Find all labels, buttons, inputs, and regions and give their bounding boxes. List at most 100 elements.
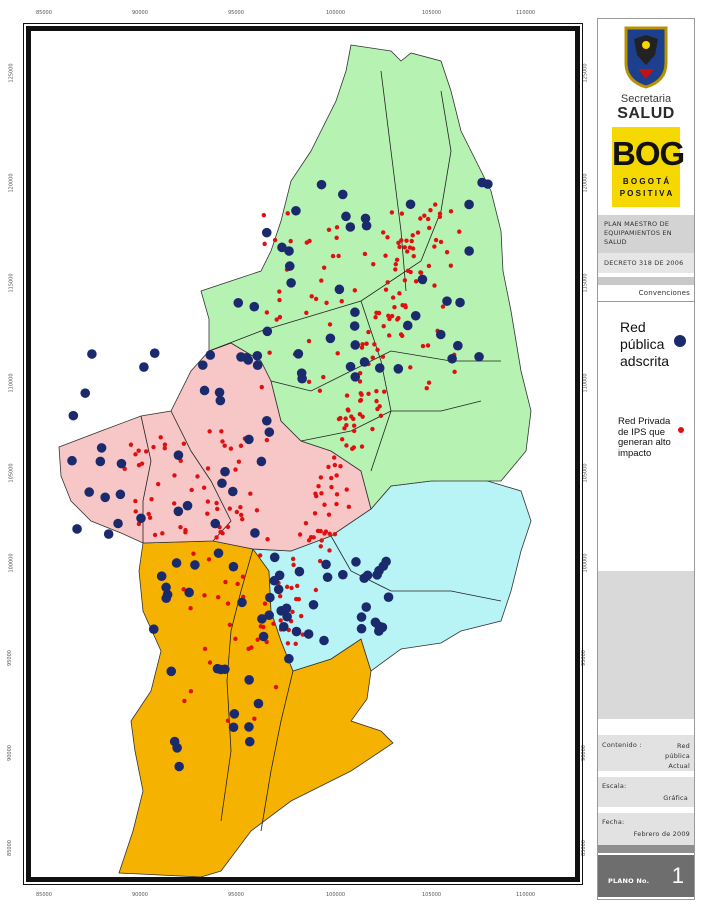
private-ips-marker xyxy=(393,262,399,267)
public-network-marker xyxy=(252,360,263,371)
private-ips-marker xyxy=(225,601,231,606)
private-ips-marker xyxy=(338,415,343,421)
public-network-marker xyxy=(464,199,474,210)
map-canvas xyxy=(58,44,532,877)
private-ips-marker xyxy=(376,310,382,316)
public-network-marker xyxy=(350,372,361,382)
private-ips-marker xyxy=(149,497,154,502)
private-ips-marker xyxy=(319,491,324,496)
private-ips-marker xyxy=(425,216,431,222)
public-network-marker xyxy=(273,584,284,595)
private-ips-marker xyxy=(359,345,365,350)
private-ips-marker xyxy=(359,444,365,449)
private-ips-marker xyxy=(248,491,253,496)
private-ips-marker xyxy=(223,579,228,585)
private-ips-marker xyxy=(316,483,321,489)
left-axis-tick: 120000 xyxy=(8,173,15,193)
private-ips-marker xyxy=(274,317,279,322)
fecha-value: Febrero de 2009 xyxy=(633,830,690,838)
private-ips-marker xyxy=(334,492,340,497)
private-ips-marker xyxy=(303,520,309,526)
escala-label: Escala: xyxy=(602,782,627,790)
private-ips-marker xyxy=(380,230,386,235)
private-ips-marker xyxy=(293,641,298,646)
private-ips-marker xyxy=(233,467,238,472)
private-ips-marker xyxy=(370,426,375,432)
private-ips-marker xyxy=(143,449,149,454)
public-network-marker xyxy=(321,559,331,570)
public-network-marker xyxy=(161,593,172,604)
public-network-marker xyxy=(115,489,126,500)
private-ips-marker xyxy=(162,445,167,451)
private-ips-marker xyxy=(342,426,347,431)
private-network-legend-dot xyxy=(678,427,684,433)
private-ips-marker xyxy=(433,237,439,243)
private-ips-marker xyxy=(336,253,341,259)
public-network-marker xyxy=(214,387,225,398)
private-ips-marker xyxy=(344,393,350,398)
public-network-marker xyxy=(257,614,267,624)
private-ips-marker xyxy=(394,257,400,262)
private-ips-marker xyxy=(418,270,423,275)
left-axis-tick: 100000 xyxy=(8,553,15,573)
private-ips-marker xyxy=(252,716,257,721)
private-ips-marker xyxy=(133,498,138,504)
public-network-marker xyxy=(405,199,416,210)
private-ips-marker xyxy=(457,229,462,234)
private-ips-marker xyxy=(133,509,138,514)
right-axis-tick: 95000 xyxy=(580,650,587,666)
public-network-marker xyxy=(261,415,272,426)
private-ips-marker xyxy=(321,265,327,270)
map-frame xyxy=(23,23,583,885)
private-ips-marker xyxy=(181,441,187,446)
public-network-marker xyxy=(334,284,345,295)
bottom-axis-tick: 110000 xyxy=(516,892,536,898)
public-network-marker xyxy=(372,570,382,580)
public-network-marker xyxy=(316,179,327,190)
public-network-marker xyxy=(455,297,465,308)
public-network-marker xyxy=(136,513,146,524)
blank-panel xyxy=(598,571,694,719)
public-network-marker xyxy=(435,329,446,340)
private-ips-marker xyxy=(322,502,327,507)
private-ips-marker xyxy=(332,531,338,537)
private-ips-marker xyxy=(264,437,270,443)
public-network-marker xyxy=(116,458,127,469)
private-ips-marker xyxy=(264,310,270,315)
private-ips-marker xyxy=(399,238,404,243)
public-network-marker xyxy=(293,349,304,359)
private-ips-marker xyxy=(389,210,395,215)
top-axis-tick: 85000 xyxy=(36,10,52,16)
private-ips-marker xyxy=(172,473,177,478)
public-network-marker xyxy=(68,410,79,421)
private-ips-marker xyxy=(235,581,240,587)
public-network-marker xyxy=(67,455,77,466)
fecha-label: Fecha: xyxy=(602,818,625,826)
private-ips-marker xyxy=(335,351,340,356)
public-network-marker xyxy=(237,597,247,608)
private-ips-marker xyxy=(438,239,444,245)
private-ips-marker xyxy=(392,305,397,310)
private-ips-marker xyxy=(191,551,196,556)
private-ips-marker xyxy=(189,487,194,493)
private-ips-marker xyxy=(375,347,380,352)
public-network-marker xyxy=(361,220,372,231)
right-axis-tick: 110000 xyxy=(582,373,589,393)
public-network-legend-dot xyxy=(674,335,686,347)
private-ips-marker xyxy=(326,227,332,233)
private-ips-marker xyxy=(304,310,309,316)
private-ips-marker xyxy=(136,448,141,453)
public-network-marker xyxy=(294,566,305,577)
private-ips-marker xyxy=(327,531,332,537)
private-ips-marker xyxy=(220,439,225,444)
private-ips-marker xyxy=(381,389,387,394)
public-network-marker xyxy=(291,205,301,216)
divider-bar xyxy=(598,277,694,285)
private-ips-marker xyxy=(240,517,245,522)
public-network-marker xyxy=(381,556,391,567)
private-ips-marker xyxy=(309,294,314,299)
public-network-marker xyxy=(341,211,351,222)
private-ips-marker xyxy=(424,386,429,391)
private-ips-marker xyxy=(351,428,357,434)
public-network-marker xyxy=(205,350,216,360)
